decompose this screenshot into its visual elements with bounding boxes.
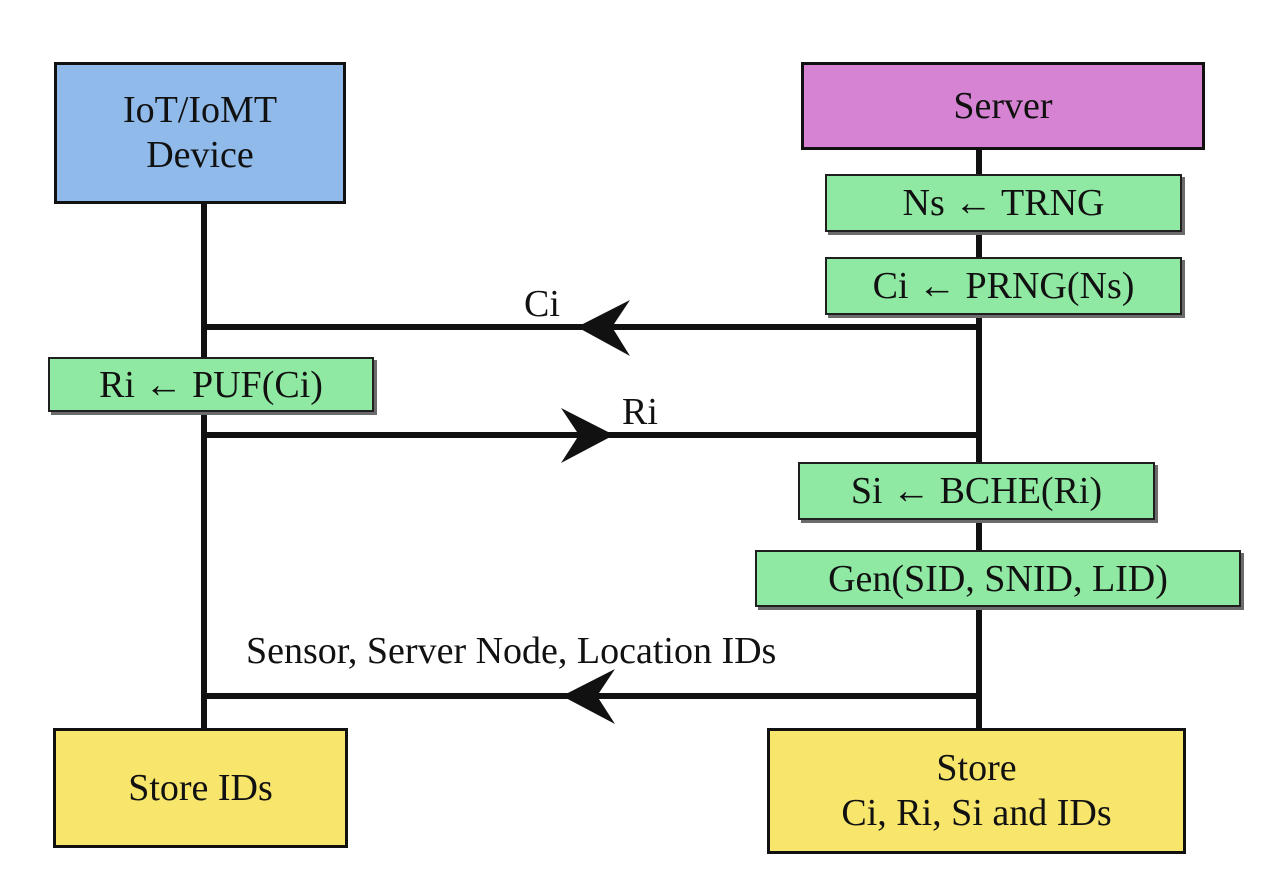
- step-si-bche: Si ← BCHE(Ri): [798, 462, 1155, 520]
- message-ids-label: Sensor, Server Node, Location IDs: [246, 630, 777, 672]
- server-store-line2: Ci, Ri, Si and IDs: [841, 792, 1112, 834]
- device-store-box: Store IDs: [53, 728, 348, 848]
- step-ri-puf: Ri ← PUF(Ci): [48, 357, 374, 412]
- server-actor-box: Server: [801, 62, 1205, 150]
- step-ci-prng-label: Ci ← PRNG(Ns): [872, 265, 1135, 307]
- server-lifeline: [976, 148, 982, 730]
- device-actor-line2: Device: [146, 134, 254, 176]
- server-store-box: Store Ci, Ri, Si and IDs: [767, 728, 1186, 854]
- device-lifeline: [201, 203, 207, 730]
- step-ri-puf-label: Ri ← PUF(Ci): [99, 363, 323, 406]
- step-si-bche-label: Si ← BCHE(Ri): [850, 470, 1103, 512]
- server-store-line1: Store: [936, 747, 1017, 790]
- step-gen-ids-label: Gen(SID, SNID, LID): [828, 557, 1168, 600]
- message-ci-label: Ci: [524, 283, 560, 325]
- device-store-label: Store IDs: [128, 766, 273, 809]
- step-gen-ids: Gen(SID, SNID, LID): [755, 550, 1241, 607]
- step-ci-prng: Ci ← PRNG(Ns): [825, 257, 1182, 315]
- device-actor-line1: IoT/IoMT: [122, 89, 278, 132]
- step-ns-trng: Ns ← TRNG: [825, 174, 1182, 232]
- device-actor-box: IoT/IoMT Device: [54, 62, 346, 204]
- server-actor-label: Server: [953, 84, 1053, 127]
- step-ns-trng-label: Ns ← TRNG: [902, 182, 1105, 224]
- message-ri-label: Ri: [622, 391, 658, 433]
